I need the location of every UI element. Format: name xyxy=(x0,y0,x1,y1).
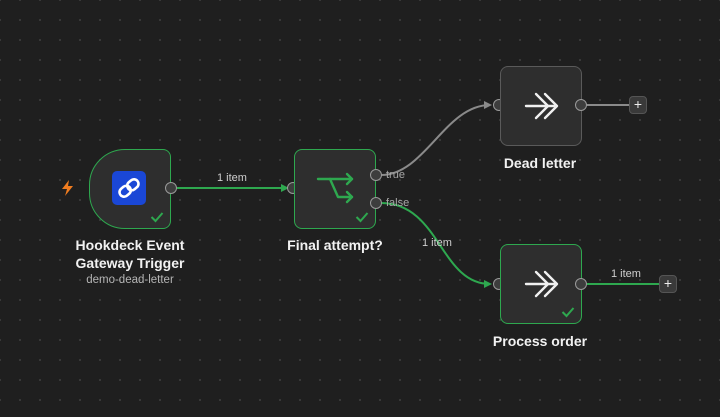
edge-if-false-arrow xyxy=(484,280,492,288)
edge-label-if-false: 1 item xyxy=(422,237,452,249)
trigger-subtitle: demo-dead-letter xyxy=(86,274,174,286)
if-true-output-port[interactable] xyxy=(370,169,382,181)
edge-trigger-to-if-arrow xyxy=(281,184,289,192)
if-false-output-port[interactable] xyxy=(370,197,382,209)
dead-letter-title: Dead letter xyxy=(503,155,577,171)
dead-letter-output-port[interactable] xyxy=(575,99,587,111)
success-check-icon xyxy=(355,210,369,228)
process-order-add-node-button[interactable]: + xyxy=(659,275,677,293)
branch-icon xyxy=(316,172,356,211)
edge-if-true-to-dead-letter[interactable] xyxy=(380,104,491,176)
double-chevron-right-icon xyxy=(524,269,560,304)
process-order-title: Process order xyxy=(492,333,588,349)
process-order-node[interactable] xyxy=(500,244,582,324)
edge-label-trigger-to-if: 1 item xyxy=(217,172,247,184)
edge-if-false-to-process[interactable] xyxy=(380,202,491,285)
edge-label-process-out: 1 item xyxy=(611,268,641,280)
success-check-icon xyxy=(150,210,164,228)
hookdeck-trigger-node[interactable] xyxy=(89,149,171,229)
trigger-title-line1: Hookdeck Event xyxy=(75,237,185,253)
if-node-title: Final attempt? xyxy=(287,237,383,253)
trigger-output-port[interactable] xyxy=(165,182,177,194)
trigger-title-line2: Gateway Trigger xyxy=(75,255,185,271)
dead-letter-add-node-button[interactable]: + xyxy=(629,96,647,114)
double-chevron-right-icon xyxy=(524,91,560,126)
edge-if-true-arrow xyxy=(484,101,492,109)
if-false-label: false xyxy=(386,197,410,209)
dead-letter-node[interactable] xyxy=(500,66,582,146)
if-true-label: true xyxy=(386,169,405,181)
hookdeck-link-icon xyxy=(112,171,146,210)
success-check-icon xyxy=(561,305,575,323)
trigger-bolt-icon xyxy=(61,180,75,201)
final-attempt-if-node[interactable] xyxy=(294,149,376,229)
process-order-output-port[interactable] xyxy=(575,278,587,290)
